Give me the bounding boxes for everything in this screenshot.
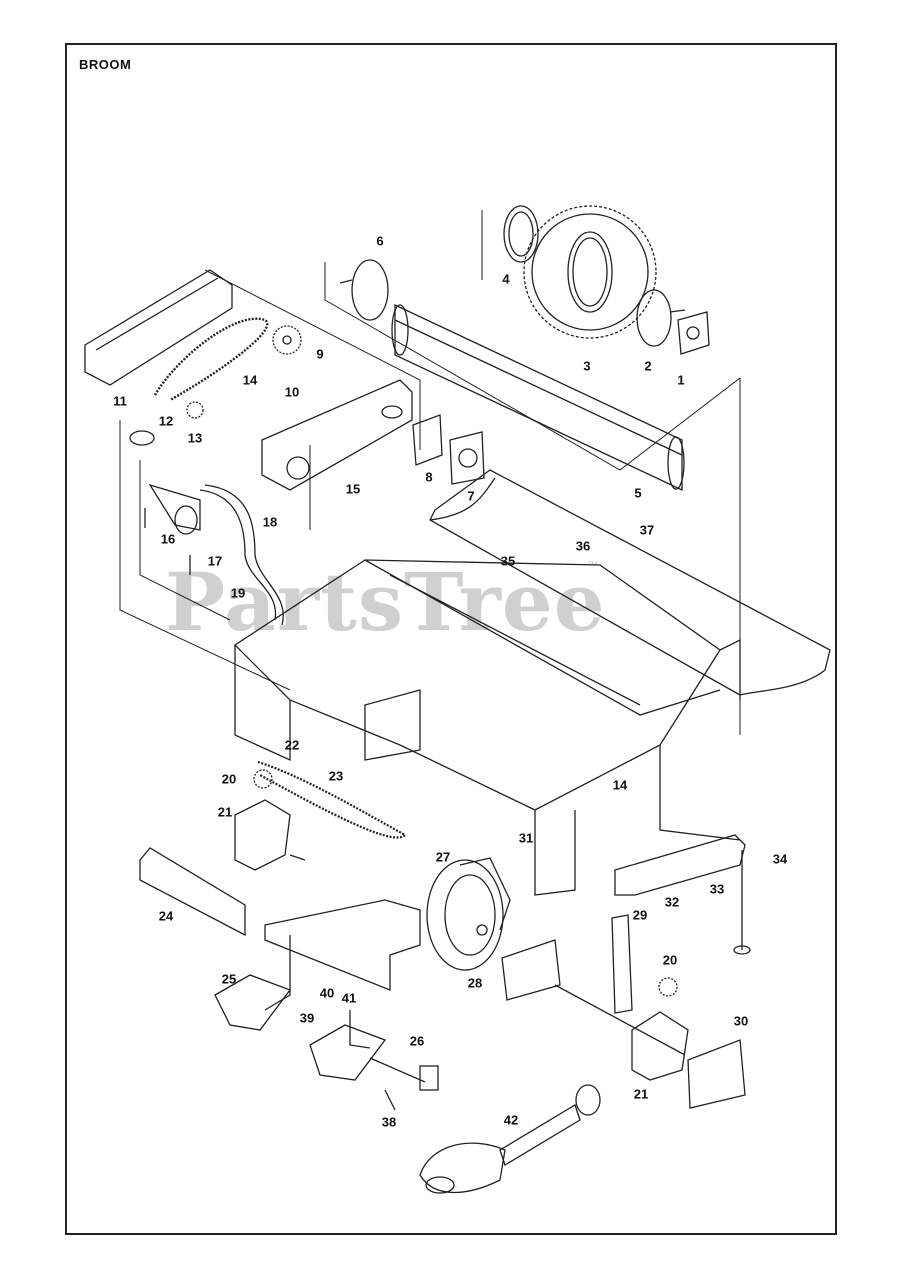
callout-13: 13 [187,430,203,446]
callout-14-lower: 14 [612,777,628,793]
callout-22: 22 [284,737,300,753]
callout-7: 7 [467,488,475,504]
pins [369,1057,439,1111]
brush-wheel [523,205,657,339]
deflector [139,847,246,937]
callout-1: 1 [677,372,685,388]
callout-23: 23 [328,768,344,784]
callout-5: 5 [634,485,642,501]
callout-25: 25 [221,971,237,987]
callout-41: 41 [341,990,357,1006]
bearing-plate [677,311,710,355]
callout-39: 39 [299,1010,315,1026]
sprockets-upper [186,325,302,419]
callout-34: 34 [772,851,788,867]
diagram-frame: BROOM [65,43,837,1235]
flange-discs [339,259,686,347]
top-cover [84,269,233,386]
hydraulic-motor [129,430,284,626]
roller-tube [391,303,685,492]
callout-36: 36 [575,538,591,554]
callout-9: 9 [316,346,324,362]
callout-20-right: 20 [662,952,678,968]
callout-42: 42 [503,1112,519,1128]
callout-12: 12 [158,413,174,429]
callout-17: 17 [207,553,223,569]
callout-40: 40 [319,985,335,1001]
callout-20-left: 20 [221,771,237,787]
callout-21-right: 21 [633,1086,649,1102]
drive-chain-lower [253,760,407,839]
main-frame [233,559,741,896]
gearbox-left [234,799,306,871]
callout-26: 26 [409,1033,425,1049]
brush-mat [429,469,831,696]
callout-30: 30 [733,1013,749,1029]
callout-18: 18 [262,514,278,530]
pto-shaft [419,1084,601,1194]
callout-2: 2 [644,358,652,374]
caster-wheel [426,857,511,971]
callout-10: 10 [284,384,300,400]
callout-16: 16 [160,531,176,547]
callout-11: 11 [113,393,127,409]
callout-6: 6 [376,233,384,249]
right-arm-rod [614,834,751,955]
callout-21-left: 21 [217,804,233,820]
callout-15: 15 [345,481,361,497]
page-title: BROOM [79,57,132,72]
callout-4: 4 [502,271,510,287]
callout-8: 8 [425,469,433,485]
callout-33: 33 [709,881,725,897]
side-arm [261,379,413,491]
drive-chain-upper [153,317,269,402]
callout-29: 29 [632,907,648,923]
callout-24: 24 [158,908,174,924]
callout-3: 3 [583,358,591,374]
right-plates-gearbox [501,914,746,1109]
lower-frame [214,899,421,1081]
callout-27: 27 [435,849,451,865]
callout-28: 28 [467,975,483,991]
callout-14-upper: 14 [242,372,258,388]
motor-plate-bearing [412,414,485,485]
watermark-tm: ™ [587,560,598,572]
callout-19: 19 [230,585,246,601]
callout-35: 35 [500,553,516,569]
callout-37: 37 [639,522,655,538]
callout-31: 31 [518,830,534,846]
callout-32: 32 [664,894,680,910]
seal-ring [503,205,539,263]
callout-38: 38 [381,1114,397,1130]
